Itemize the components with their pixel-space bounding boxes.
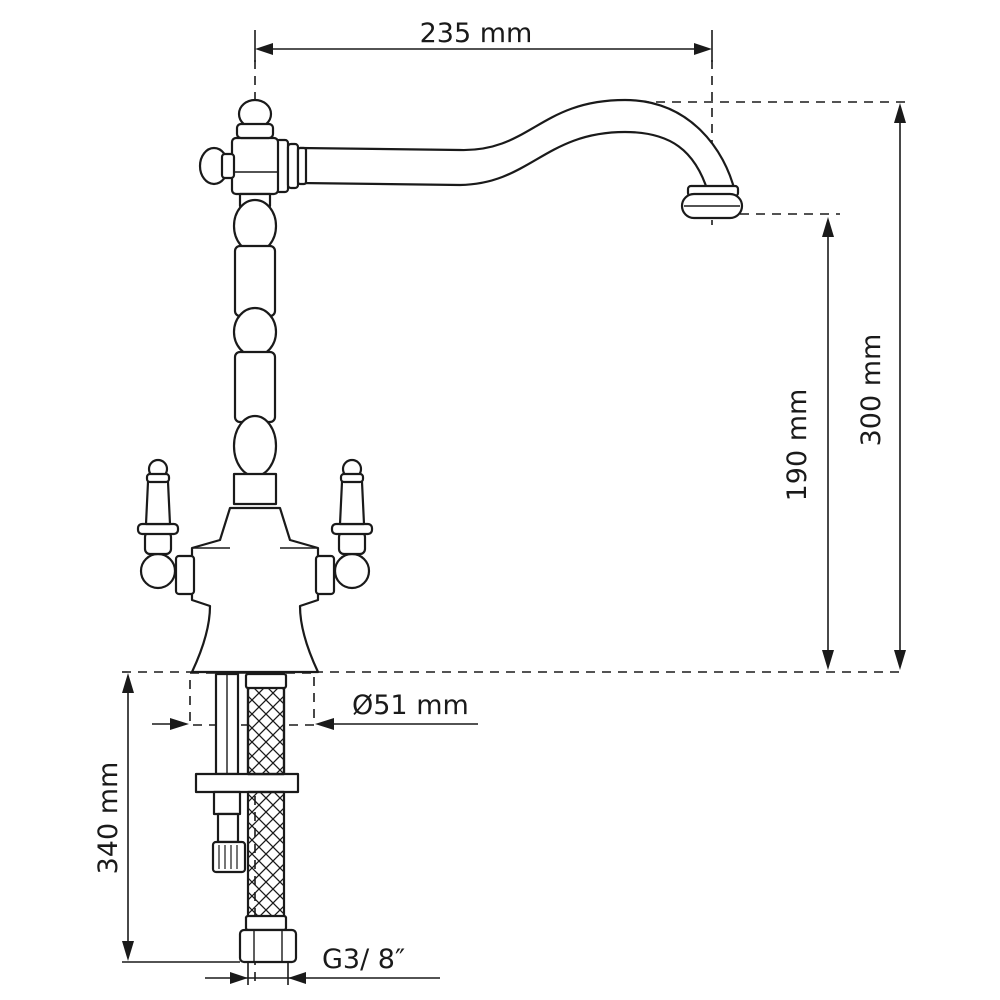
spout-collar-2 bbox=[286, 142, 300, 190]
hose-crimp-top bbox=[244, 672, 288, 690]
head-block bbox=[230, 136, 280, 196]
left-handle-flange bbox=[136, 522, 180, 536]
dim-base-diameter-arrow-right bbox=[315, 718, 334, 730]
connection-thread-label: G3/ 8″ bbox=[322, 944, 405, 975]
dimension-connection-thread: G3/ 8″ bbox=[205, 944, 440, 985]
base-diameter-box bbox=[189, 672, 315, 726]
left-handle-lever bbox=[144, 474, 172, 526]
dimension-total-height: 300 mm bbox=[856, 103, 906, 670]
faucet-illustration bbox=[136, 98, 744, 674]
column-bead-2 bbox=[232, 306, 278, 358]
braided-hose-lower bbox=[246, 790, 286, 930]
dim-spout-height-arrow-top bbox=[822, 217, 834, 237]
top-knob-collar bbox=[235, 122, 275, 140]
mounting-rod-end-grip bbox=[218, 845, 238, 869]
mounting-plate bbox=[194, 772, 300, 794]
mounting-rod-lower bbox=[216, 812, 240, 844]
column-bead-3 bbox=[232, 414, 278, 478]
right-handle-flange bbox=[330, 522, 374, 536]
dim-spout-height-arrow-bottom bbox=[822, 650, 834, 670]
dim-total-height-arrow-bottom bbox=[894, 650, 906, 670]
dim-hose-length-arrow-top bbox=[122, 673, 134, 693]
right-handle-collar bbox=[337, 530, 367, 556]
left-handle-ball bbox=[139, 552, 177, 590]
hose-fitting-nut bbox=[238, 928, 298, 964]
right-handle-hub bbox=[314, 554, 336, 596]
dim-hose-length-arrow-bottom bbox=[122, 941, 134, 961]
column-base-collar bbox=[232, 472, 278, 506]
mounting-nut bbox=[212, 790, 242, 816]
dim-total-height-arrow-top bbox=[894, 103, 906, 123]
dim-thread-arrow-left bbox=[230, 972, 248, 984]
right-handle-ball bbox=[333, 552, 371, 590]
spout-reach-label: 235 mm bbox=[420, 18, 533, 49]
mounting-rod-end bbox=[211, 840, 247, 874]
left-handle-tip-ring bbox=[145, 472, 171, 484]
braided-hose-upper-fill bbox=[246, 672, 286, 776]
spout-collar-3 bbox=[296, 146, 308, 186]
right-handle-lever bbox=[338, 474, 366, 526]
right-handle bbox=[314, 458, 374, 596]
side-knob-stem bbox=[220, 152, 236, 180]
dimension-spout-height: 190 mm bbox=[782, 217, 834, 670]
dim-spout-reach-arrow-left bbox=[255, 43, 273, 55]
spout-height-label: 190 mm bbox=[782, 389, 813, 502]
dimension-hose-length: 340 mm bbox=[93, 673, 240, 963]
hose-length-label: 340 mm bbox=[93, 762, 124, 875]
column-bead-1 bbox=[232, 198, 278, 254]
left-handle bbox=[136, 458, 196, 596]
total-height-label: 300 mm bbox=[856, 334, 887, 447]
spout bbox=[298, 98, 737, 194]
valve-body bbox=[190, 506, 320, 674]
left-handle-hub bbox=[174, 554, 196, 596]
hose-crimp-bottom bbox=[244, 914, 288, 932]
column-segment-1 bbox=[233, 244, 277, 318]
dimension-spout-reach: 235 mm bbox=[254, 18, 713, 62]
right-handle-tip-ring bbox=[339, 472, 365, 484]
under-sink-assembly bbox=[194, 672, 300, 964]
dim-base-diameter-arrow-left bbox=[170, 718, 189, 730]
column-segment-2 bbox=[233, 350, 277, 424]
base-diameter-label: Ø51 mm bbox=[352, 690, 469, 721]
dim-spout-reach-arrow-right bbox=[694, 43, 712, 55]
left-handle-collar bbox=[143, 530, 173, 556]
dimension-base-diameter: Ø51 mm bbox=[152, 690, 478, 730]
dim-thread-arrow-right bbox=[288, 972, 306, 984]
